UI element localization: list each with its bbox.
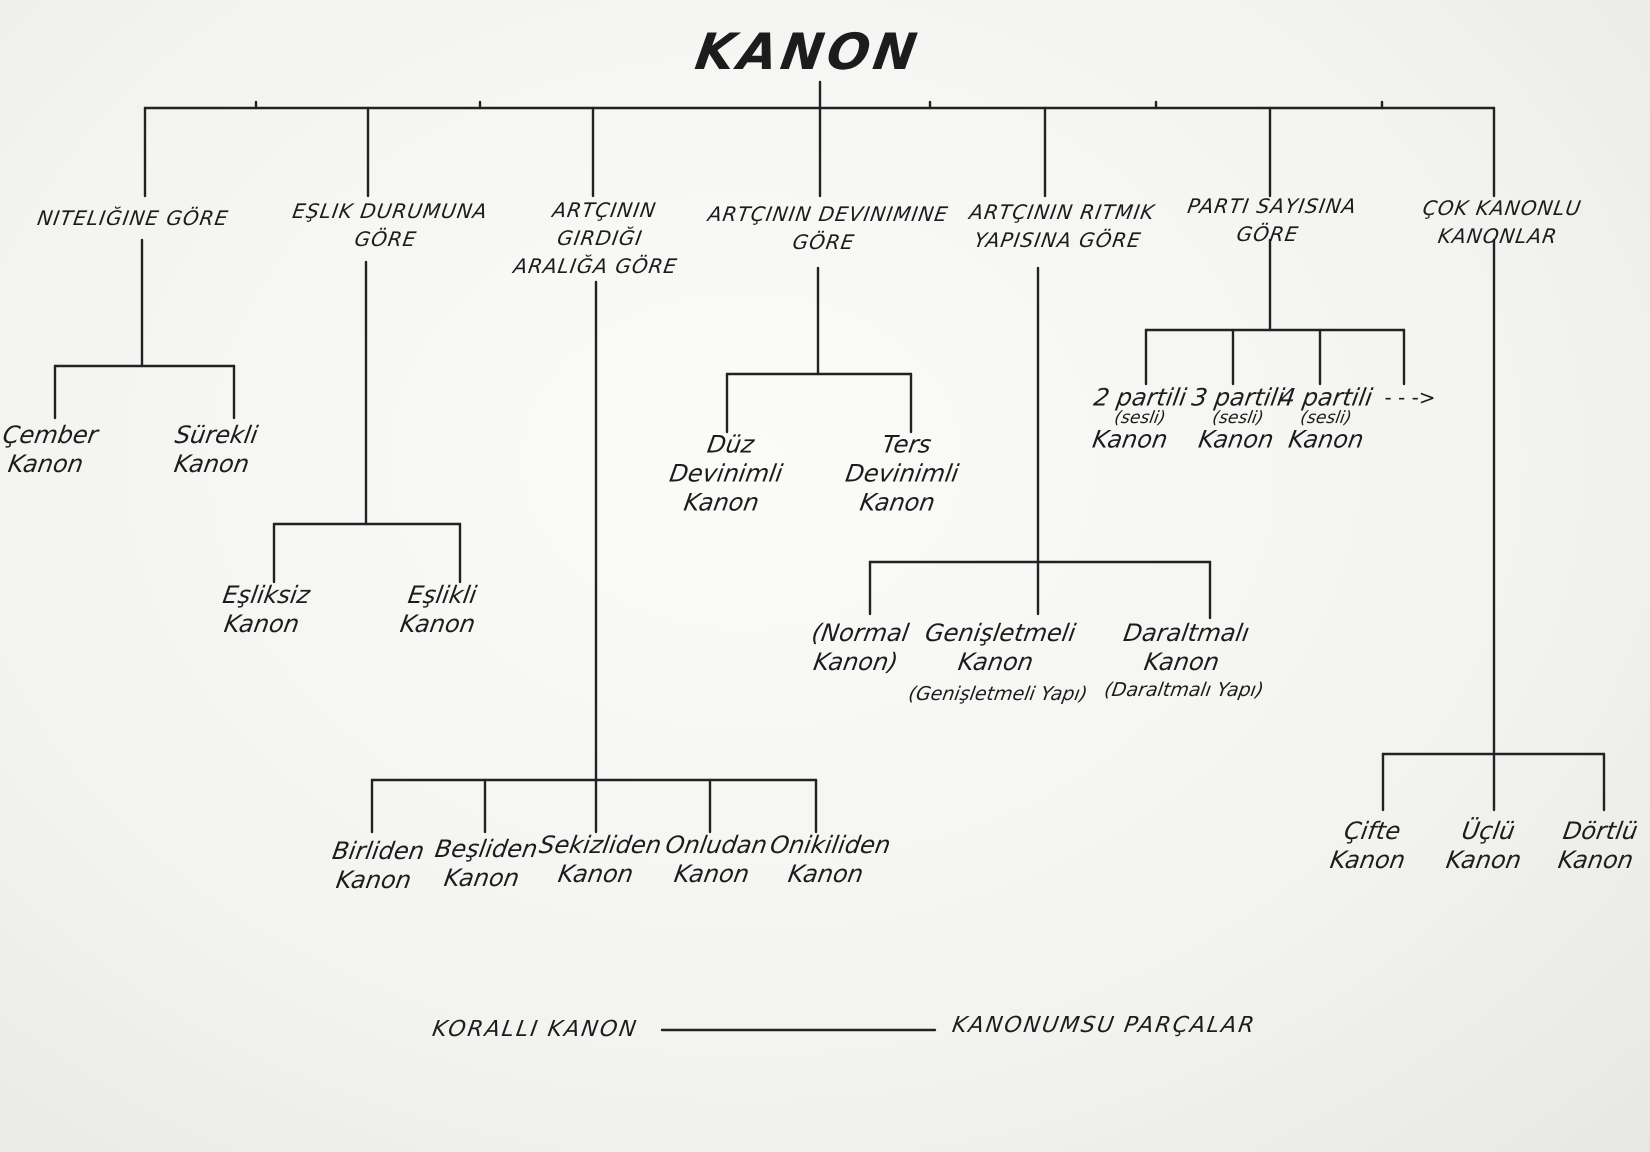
category-parti: PARTI SAYISINA GÖRE [1185,194,1359,246]
leaf-uclu-kanon: Üçlü Kanon [1444,817,1524,874]
leaf-4-partili-kanon: Kanon [1286,425,1366,454]
leaf-daraltmali-sub: (Daraltmalı Yapı) [1102,679,1266,701]
leaf-dortlu-kanon: Dörtlü Kanon [1556,817,1640,874]
leaf-2-partili-kanon: Kanon [1090,425,1170,454]
leaf-normal-kanon: (Normal Kanon) [809,619,911,676]
leaf-cifte-kanon: Çifte Kanon [1328,817,1408,874]
leaf-genisletmeli-sub: (Genişletmeli Yapı) [906,683,1089,705]
category-eslik: EŞLIK DURUMUNA GÖRE [290,199,490,251]
leaf-sekizliden-kanon: Sekizliden Kanon [537,831,664,888]
category-niteligine: NITELIĞINE GÖRE [35,206,231,230]
leaf-onikiliden-kanon: Onikiliden Kanon [768,831,893,888]
more-arrow-icon: - - -> [1384,385,1436,410]
leaf-besliden-kanon: Beşliden Kanon [433,835,540,892]
leaf-ters-devinimli-kanon: Ters Devinimli Kanon [843,430,961,517]
footer-koralli-kanon: KORALLI KANON [430,1017,640,1042]
leaf-esliksiz-kanon: Eşliksiz Kanon [220,581,312,638]
diagram-title: KANON [691,23,925,81]
leaf-duz-devinimli-kanon: Düz Devinimli Kanon [667,430,785,517]
leaf-3-partili-kanon: Kanon [1196,425,1276,454]
leaf-surekli-kanon: Sürekli Kanon [172,421,260,478]
category-cok: ÇOK KANONLU KANONLAR [1421,196,1584,248]
leaf-onludan-kanon: Onludan Kanon [663,831,770,888]
leaf-daraltmali-kanon: Daraltmalı Kanon [1121,619,1252,676]
leaf-cember-kanon: Çember Kanon [0,421,100,478]
category-ritmik: ARTÇININ RITMIK YAPISINA GÖRE [967,200,1157,252]
category-aralik: ARTÇININ GIRDIĞI ARALIĞA GÖRE [511,198,680,278]
category-devinim: ARTÇININ DEVINIMINE GÖRE [706,202,951,254]
leaf-birliden-kanon: Birliden Kanon [330,837,427,894]
leaf-eslikli-kanon: Eşlikli Kanon [398,581,479,638]
leaf-genisletmeli-kanon: Genişletmeli Kanon [923,619,1078,676]
footer-kanonumsu-parcalar: KANONUMSU PARÇALAR [950,1013,1258,1038]
